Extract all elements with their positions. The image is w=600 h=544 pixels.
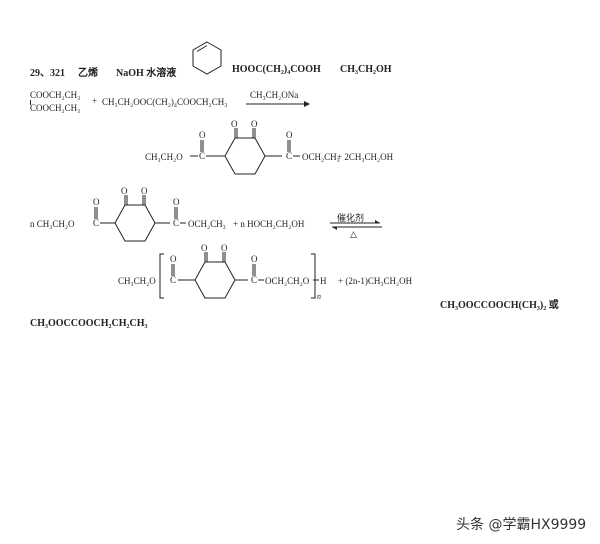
condition-heat: △ (350, 229, 357, 239)
carbonyl-c-right: C (286, 151, 292, 161)
polymer-repeat-n: n (317, 292, 321, 301)
answer-adipic-acid: HOOC(CH₂)₄COOH (232, 64, 321, 75)
answer-ethene: 乙烯 (78, 68, 98, 79)
cyclohexene-structure (192, 41, 222, 75)
carbonyl-o-right: O (251, 254, 258, 264)
carbonyl-o-left: O (199, 130, 206, 140)
isomer-answer-a: CH₃OOCCOOCH(CH₃)₂ 或 (440, 300, 559, 311)
carbonyl-c-right: C (251, 275, 257, 285)
reactant2-ethoxy-right: OCH₂CH₃ (188, 219, 226, 229)
ketone-o-right: O (141, 186, 148, 196)
polymer-chain-oxy: OCH₂CH₂O (265, 276, 310, 286)
reactant2-n-ethoxy: n CH₃CH₂O (30, 219, 75, 229)
condition-sodium-ethoxide: CH₃CH₂ONa (250, 90, 299, 100)
product1-byproduct: + 2CH₃CH₂OH (337, 152, 394, 162)
carbonyl-o-left: O (170, 254, 177, 264)
equilibrium-arrow (330, 220, 382, 230)
reactant2-ethylene-glycol: + n HOCH₂CH₂OH (233, 219, 305, 229)
condition-catalyst: 催化剂 (337, 213, 365, 223)
carbonyl-o-right: O (173, 197, 180, 207)
answer-reagent: NaOH 水溶液 (116, 68, 177, 79)
carbonyl-c-left: C (170, 275, 176, 285)
polymer-structure: O O C O C O (159, 243, 319, 299)
carbonyl-c-left: C (199, 151, 205, 161)
diethyl-adipate: CH₃CH₂OOC(CH₂)₄COOCH₂CH₃ (102, 97, 228, 107)
plus-sign: + (92, 96, 98, 106)
oxalate-bottom: COOCH₂CH₃ (30, 103, 81, 113)
polymer-end-left: CH₃CH₂O (118, 276, 156, 286)
product1-ethoxy-right: OCH₂CH₃ (302, 152, 340, 162)
ketone-o-left: O (231, 119, 238, 129)
product1-ring-structure: O O C O C O (190, 119, 300, 175)
polymer-end-h: H (320, 276, 327, 286)
carbonyl-c-left: C (93, 218, 99, 228)
question-number: 29、321 (30, 68, 65, 79)
oxalate-bond (30, 100, 31, 105)
ketone-o-right: O (221, 243, 228, 253)
polymer-byproduct: + (2n-1)CH₃CH₂OH (338, 276, 413, 286)
reactant2-ring-structure: O O C O C O (93, 186, 186, 242)
reaction-arrow (246, 101, 310, 107)
oxalate-top: COOCH₂CH₃ (30, 90, 81, 100)
ketone-o-left: O (121, 186, 128, 196)
ketone-o-right: O (251, 119, 258, 129)
product1-ethoxy-left: CH₃CH₂O (145, 152, 183, 162)
carbonyl-o-right: O (286, 130, 293, 140)
answer-ethanol: CH₃CH₂OH (340, 64, 392, 75)
watermark-text: 头条 @学霸HX9999 (456, 517, 587, 533)
carbonyl-o-left: O (93, 197, 100, 207)
isomer-answer-b: CH₃OOCCOOCH₂CH₂CH₃ (30, 318, 148, 329)
ketone-o-left: O (201, 243, 208, 253)
carbonyl-c-right: C (173, 218, 179, 228)
